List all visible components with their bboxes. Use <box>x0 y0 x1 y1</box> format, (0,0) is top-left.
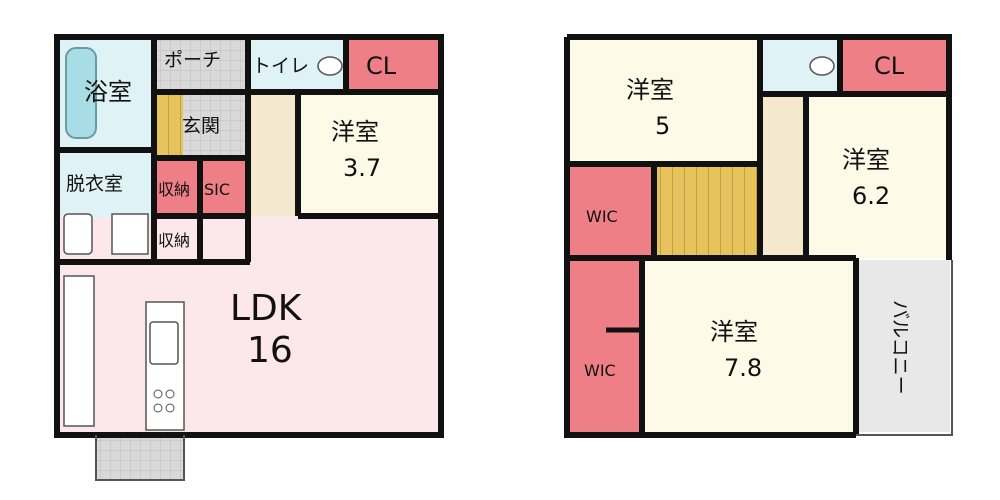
wic-b <box>570 260 642 432</box>
entry-porch-bottom <box>96 432 184 480</box>
room-b-label: 洋室 <box>842 146 890 174</box>
storage-a <box>156 158 200 216</box>
closet-cl-1 <box>346 40 438 92</box>
entrance-label: 玄関 <box>182 115 220 137</box>
walls-floor-2 <box>564 34 952 438</box>
stove-burner <box>153 389 163 399</box>
toilet-fixture-2 <box>809 56 835 76</box>
bathtub <box>65 47 97 139</box>
stove-burner <box>165 389 175 399</box>
room-c-size: 7.8 <box>724 354 762 382</box>
walls-floor-1 <box>54 34 444 438</box>
floor-1: 浴室 ポーチ トイレ CL 玄関 洋室 3.7 脱衣室 収納 SIC 収納 LD… <box>54 34 444 481</box>
balcony <box>856 260 950 432</box>
ldk-size: 16 <box>247 330 293 371</box>
storage-b-label: 収納 <box>158 231 190 250</box>
room-a-label: 洋室 <box>626 76 674 104</box>
balcony-label: バルコニー <box>889 300 911 395</box>
room-a-size: 5 <box>655 112 670 140</box>
room-a <box>570 40 758 162</box>
washbasin <box>63 213 93 255</box>
ldk-lower-fill <box>248 216 438 266</box>
porch-label: ポーチ <box>164 49 221 71</box>
kitchen-counter <box>145 301 185 431</box>
room-c-label: 洋室 <box>710 318 758 346</box>
floor-2: 洋室 5 CL 洋室 6.2 WIC WIC 洋室 7.8 バルコニー <box>564 34 953 438</box>
entrance-area <box>183 92 248 156</box>
western-room-1-size: 3.7 <box>343 154 381 182</box>
ldk-label: LDK <box>230 288 303 329</box>
wic-a <box>570 166 654 256</box>
storage-a-label: 収納 <box>158 180 190 199</box>
cupboard <box>63 275 95 427</box>
stair-2 <box>656 166 760 256</box>
western-room-1-label: 洋室 <box>331 118 379 146</box>
washer <box>111 213 149 255</box>
stove-burner <box>165 403 175 413</box>
sink <box>149 321 179 365</box>
wic-b-label: WIC <box>584 361 616 380</box>
hall-2 <box>762 94 806 258</box>
wic-a-label: WIC <box>586 207 618 226</box>
western-room-1 <box>298 92 438 216</box>
entrance-step <box>156 92 183 156</box>
closet-cl-2 <box>842 40 946 92</box>
toilet-label: トイレ <box>252 55 309 77</box>
sic-label: SIC <box>204 180 230 199</box>
toilet-fixture <box>317 56 343 76</box>
bath-label: 浴室 <box>84 78 132 106</box>
porch-area <box>156 40 248 92</box>
room-c <box>644 260 854 432</box>
room-b <box>808 94 946 258</box>
closet-cl-2-label: CL <box>874 52 905 80</box>
closet-cl-1-label: CL <box>366 52 397 80</box>
room-b-size: 6.2 <box>852 182 890 210</box>
hall-area <box>248 92 298 216</box>
dressing-label: 脱衣室 <box>66 173 123 195</box>
stove-burner <box>153 403 163 413</box>
sic-area <box>200 158 248 216</box>
balcony-outline <box>856 260 953 436</box>
entry-outline <box>95 435 185 481</box>
